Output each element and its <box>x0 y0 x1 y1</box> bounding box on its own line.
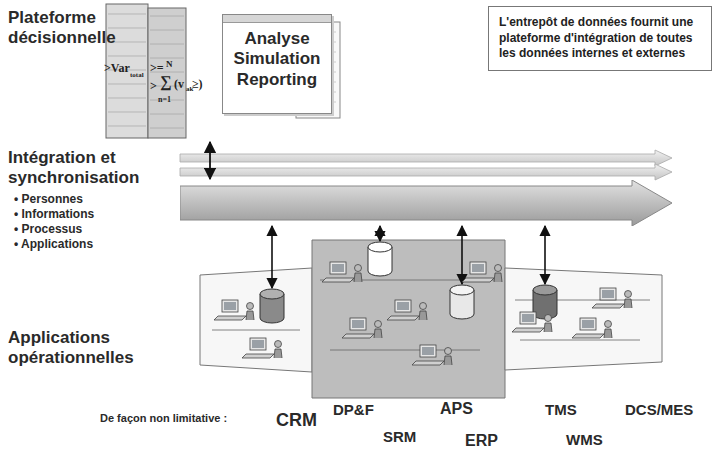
application-planes <box>200 240 662 398</box>
system-name: APS <box>440 400 473 418</box>
note-text: L'entrepôt de données fournit une platef… <box>499 15 701 62</box>
server-icon: >Vartotal>=>N∑n=1(vak≥) <box>100 2 217 140</box>
database-cylinders <box>260 242 557 323</box>
note-label: De façon non limitative : <box>100 412 227 425</box>
bullet-item: • Informations <box>14 207 94 221</box>
system-name: TMS <box>545 401 577 418</box>
screen-text: Analyse Simulation Reporting <box>229 29 325 90</box>
formula-text: n=1 <box>158 96 171 104</box>
report-screen: Analyse Simulation Reporting <box>222 14 332 114</box>
sync-arrows <box>180 150 672 180</box>
system-name: SRM <box>383 428 416 445</box>
band-arrow <box>180 180 674 226</box>
data-links <box>272 226 545 288</box>
bullet-item: • Processus <box>14 222 82 236</box>
workstations <box>214 262 632 365</box>
section-heading: Plateforme décisionnelle <box>8 8 158 47</box>
note-box: L'entrepôt de données fournit une platef… <box>488 6 712 71</box>
formula-text: ≥) <box>192 78 203 90</box>
bullet-item: • Personnes <box>14 192 83 206</box>
formula-text: total <box>130 72 144 79</box>
formula-text: >Var <box>104 62 130 74</box>
system-name: DP&F <box>333 401 374 418</box>
formula-text: (v <box>174 78 184 90</box>
bullet-item: • Applications <box>14 237 93 251</box>
system-name: ERP <box>465 432 498 450</box>
system-name: DCS/MES <box>625 401 693 418</box>
formula-text: N <box>166 60 173 69</box>
window-bar <box>223 15 331 23</box>
section-heading: Applications opérationnelles <box>8 328 168 367</box>
integration-band: Intégration et synchronisation• Personne… <box>180 180 674 226</box>
sync-connector <box>209 142 211 179</box>
band-heading: Intégration et synchronisation <box>8 148 168 187</box>
system-name: WMS <box>566 431 603 448</box>
formula-text: > <box>150 80 157 92</box>
formula-text: ∑ <box>160 74 171 90</box>
system-name: CRM <box>276 410 317 431</box>
formula-text: >= <box>150 62 164 74</box>
